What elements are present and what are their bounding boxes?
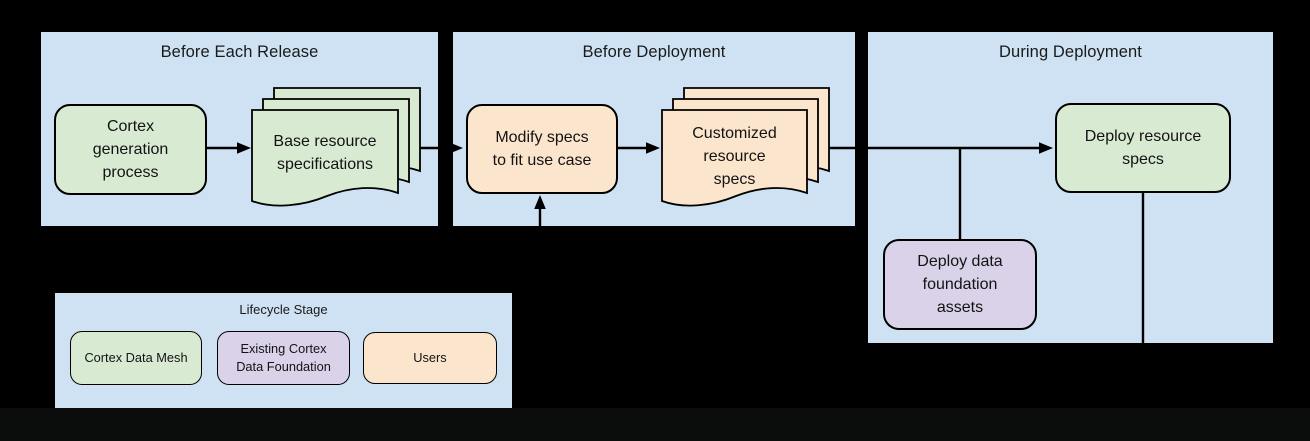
node-cortex-generation-process: Cortex generation process xyxy=(54,104,207,195)
legend-item-label: Users xyxy=(413,350,447,365)
legend-item-cortex-data-mesh: Cortex Data Mesh xyxy=(70,331,202,385)
panel-title-before-deployment: Before Deployment xyxy=(582,43,726,61)
bottom-strip xyxy=(0,408,1310,441)
legend: Lifecycle Stage Cortex Data Mesh Existin… xyxy=(55,293,512,408)
legend-item-users: Users xyxy=(363,332,497,384)
node-modify-specs: Modify specs to fit use case xyxy=(466,104,618,194)
legend-item-label: Existing Cortex Data Foundation xyxy=(236,341,331,374)
node-label: Cortex generation process xyxy=(92,118,169,181)
legend-title: Lifecycle Stage xyxy=(239,302,328,317)
panel-title-before-each-release: Before Each Release xyxy=(160,43,319,61)
panel-title-during-deployment: During Deployment xyxy=(999,43,1142,61)
node-label: Deploy data foundation assets xyxy=(917,253,1003,316)
node-label: Deploy resource specs xyxy=(1084,128,1202,168)
legend-item-existing-cortex-data-foundation: Existing Cortex Data Foundation xyxy=(217,331,350,385)
node-deploy-resource-specs: Deploy resource specs xyxy=(1055,103,1231,193)
legend-item-label: Cortex Data Mesh xyxy=(84,350,188,365)
node-deploy-data-foundation-assets: Deploy data foundation assets xyxy=(883,239,1037,330)
node-label: Modify specs to fit use case xyxy=(492,129,592,169)
